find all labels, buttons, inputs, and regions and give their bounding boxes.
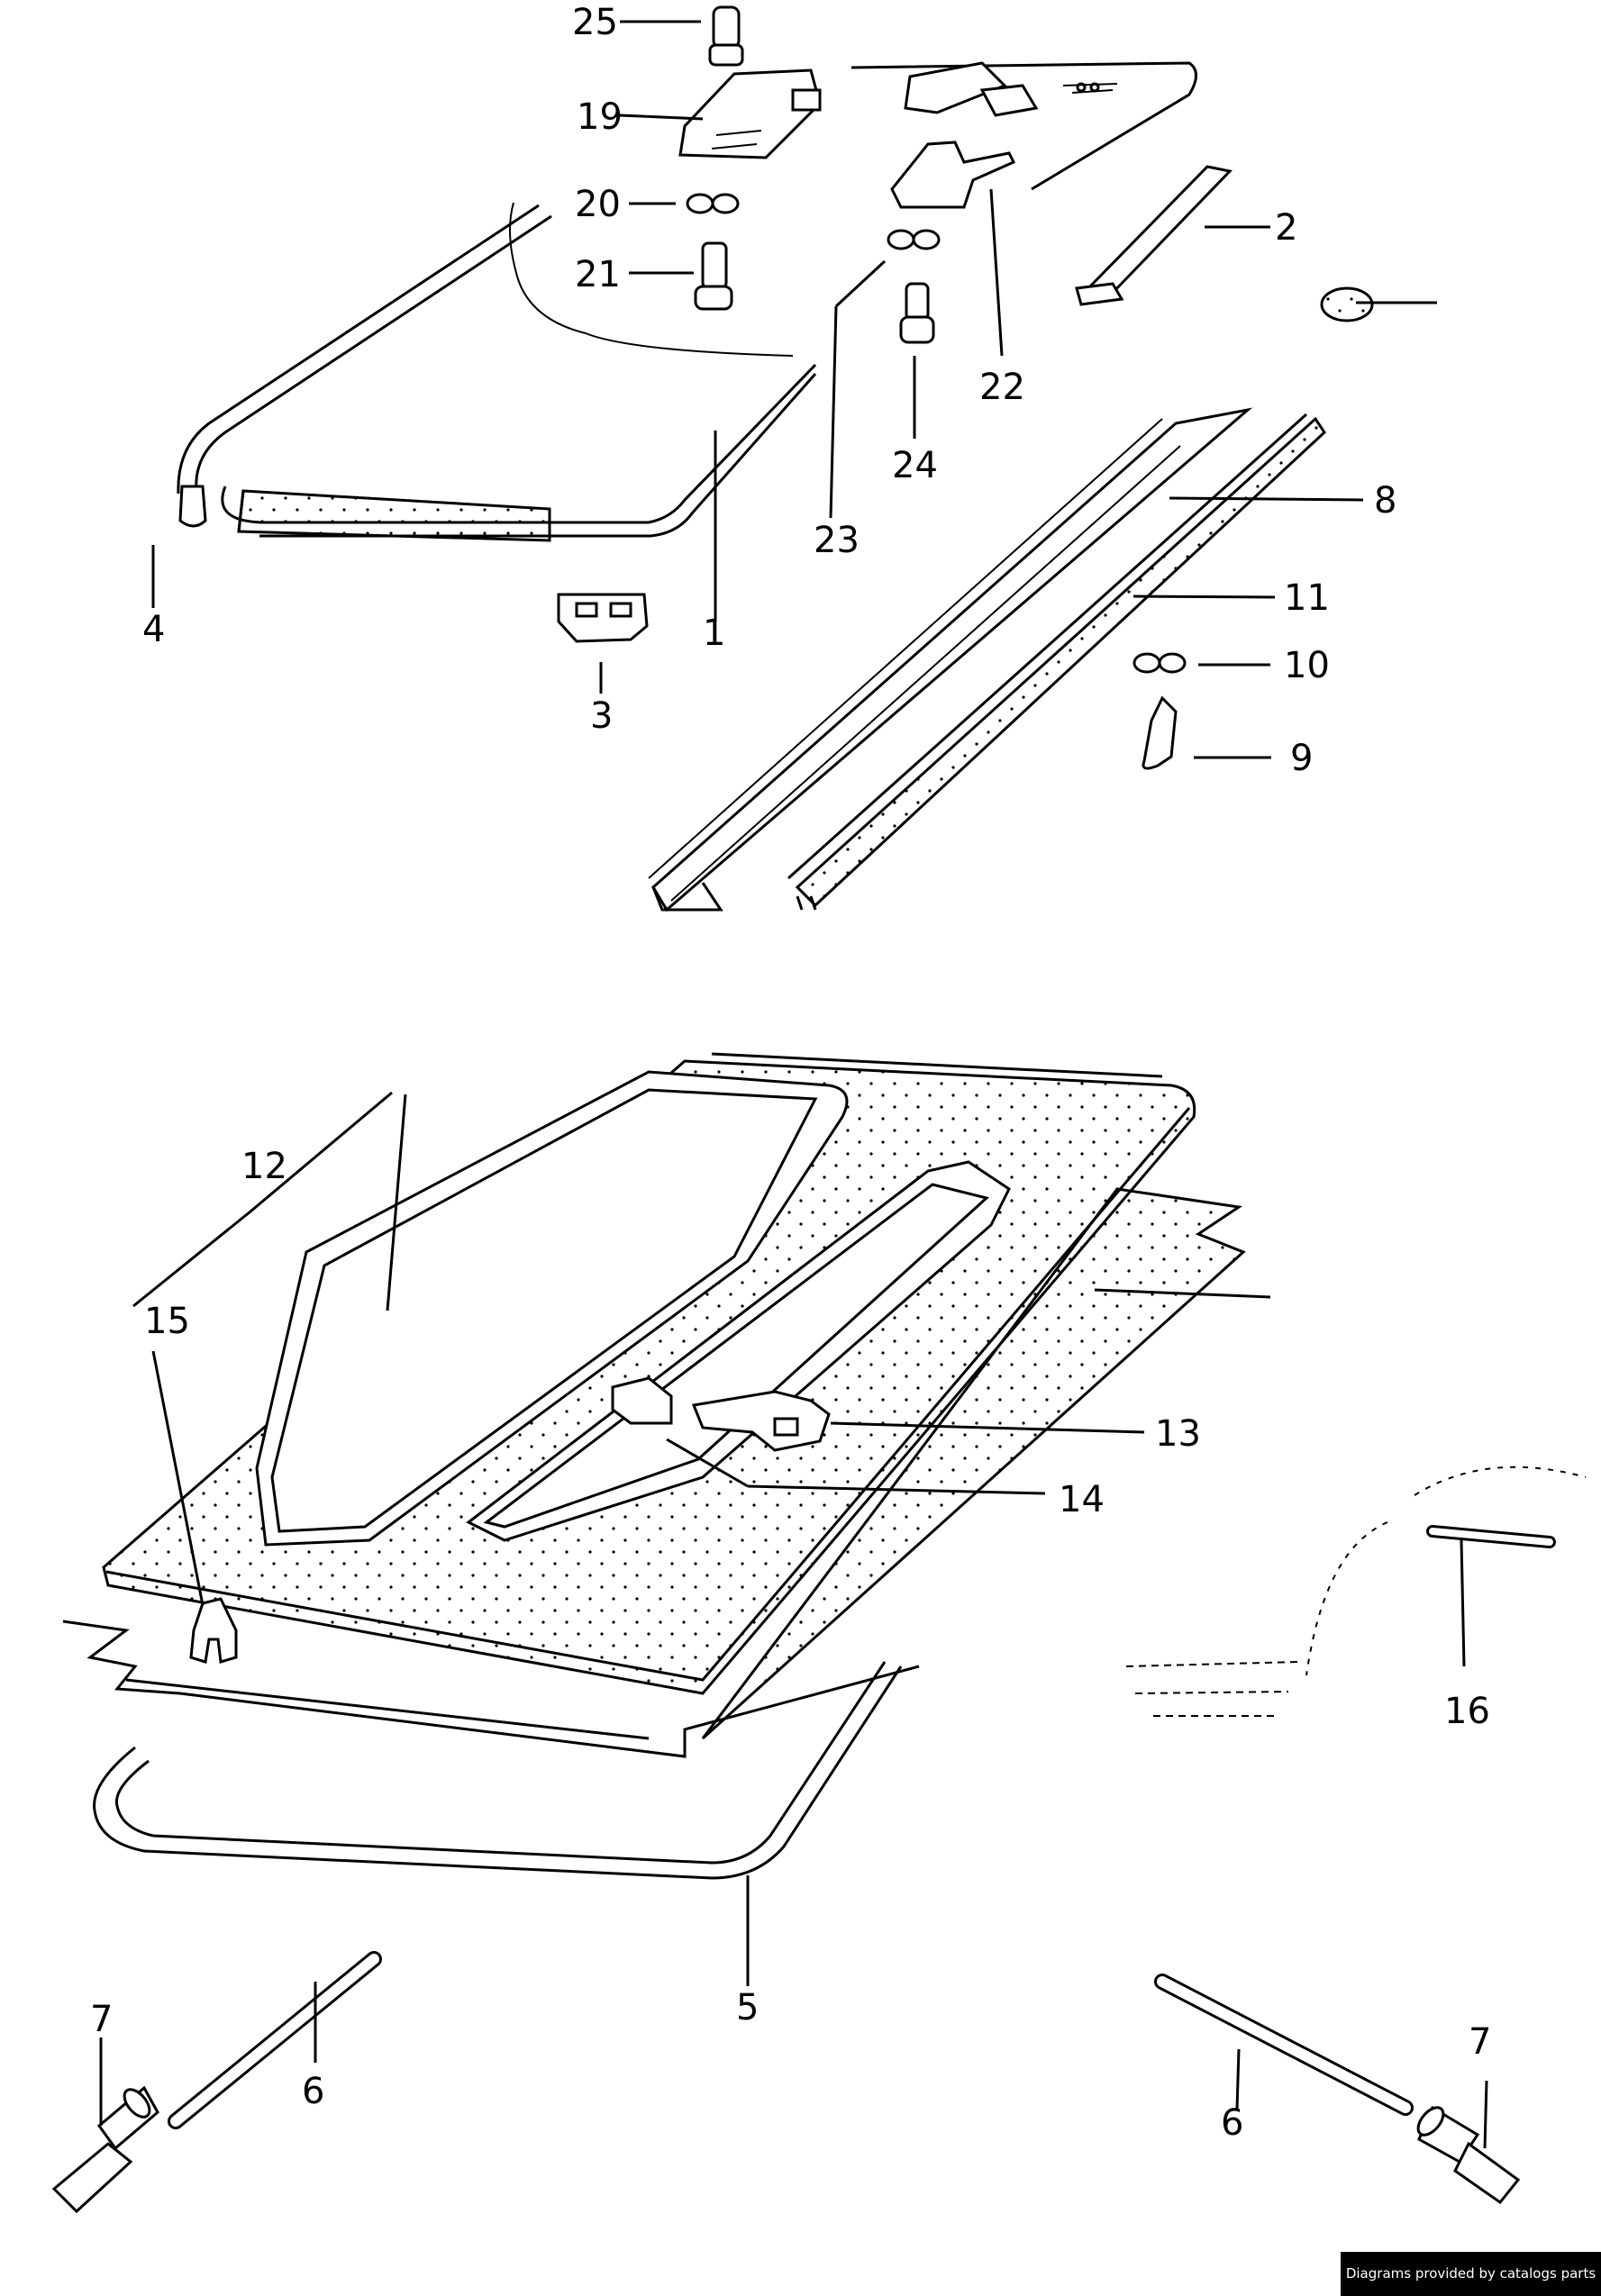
credit-badge: Diagrams provided by catalogs parts (1341, 2252, 1601, 2296)
callout-9: 9 (1290, 738, 1313, 779)
callout-15: 15 (144, 1301, 190, 1342)
washer-21 (887, 229, 941, 250)
callout-16: 16 (1444, 1691, 1490, 1732)
connector-7-right (1416, 2105, 1521, 2205)
callout-7-right: 7 (1469, 2021, 1491, 2063)
sliding-roof-panel (177, 202, 817, 622)
callout-3: 3 (590, 695, 613, 737)
screw-19 (694, 241, 733, 311)
callout-20: 22 (979, 367, 1025, 408)
screw-22 (899, 282, 935, 344)
callout-8: 8 (1374, 480, 1396, 522)
callout-18: 20 (575, 184, 621, 225)
rod-16 (1125, 1466, 1587, 1717)
bracket-20 (890, 141, 1016, 209)
callout-5: 5 (736, 1987, 759, 2028)
callout-17: 19 (577, 96, 623, 138)
callout-21: 23 (814, 520, 860, 561)
callout-19: 21 (575, 254, 621, 295)
callout-23: 25 (572, 2, 618, 43)
callout-6-right: 6 (1221, 2102, 1243, 2144)
leader-12 (132, 1091, 407, 1311)
callout-22: 24 (892, 445, 938, 486)
callout-13: 13 (1155, 1413, 1201, 1455)
callout-1: 1 (703, 613, 725, 654)
callout-14: 14 (1059, 1479, 1105, 1520)
bracket-17 (678, 68, 822, 159)
callout-10: 10 (1284, 645, 1330, 686)
callout-2: 2 (1275, 207, 1297, 249)
leader-lines (99, 20, 1488, 2149)
callout-4: 4 (142, 609, 165, 650)
screw-23 (708, 5, 744, 67)
strip-2 (1075, 165, 1233, 306)
callout-11: 11 (1284, 577, 1330, 619)
clip-15 (189, 1597, 238, 1664)
screw-9 (1142, 695, 1178, 770)
latch-13 (691, 1390, 831, 1452)
callout-6-left: 6 (302, 2071, 324, 2112)
callout-labels: 25 19 20 21 2 22 24 23 4 1 3 8 11 10 9 1… (90, 2, 1491, 2144)
block-3 (557, 593, 649, 643)
callout-12: 12 (241, 1146, 287, 1187)
guide-rails (648, 407, 1326, 912)
washer-18 (686, 193, 740, 214)
callout-7-left: 7 (90, 1999, 113, 2040)
washer-10 (1133, 652, 1187, 674)
hinge-plate (851, 61, 1197, 191)
plug-25 (1320, 286, 1374, 322)
seal-5 (93, 1661, 903, 1986)
bracket-14 (611, 1376, 673, 1425)
connector-7-left (51, 2085, 159, 2214)
rod-6-left (168, 1951, 382, 2129)
rod-6-right (1154, 1974, 1414, 2116)
